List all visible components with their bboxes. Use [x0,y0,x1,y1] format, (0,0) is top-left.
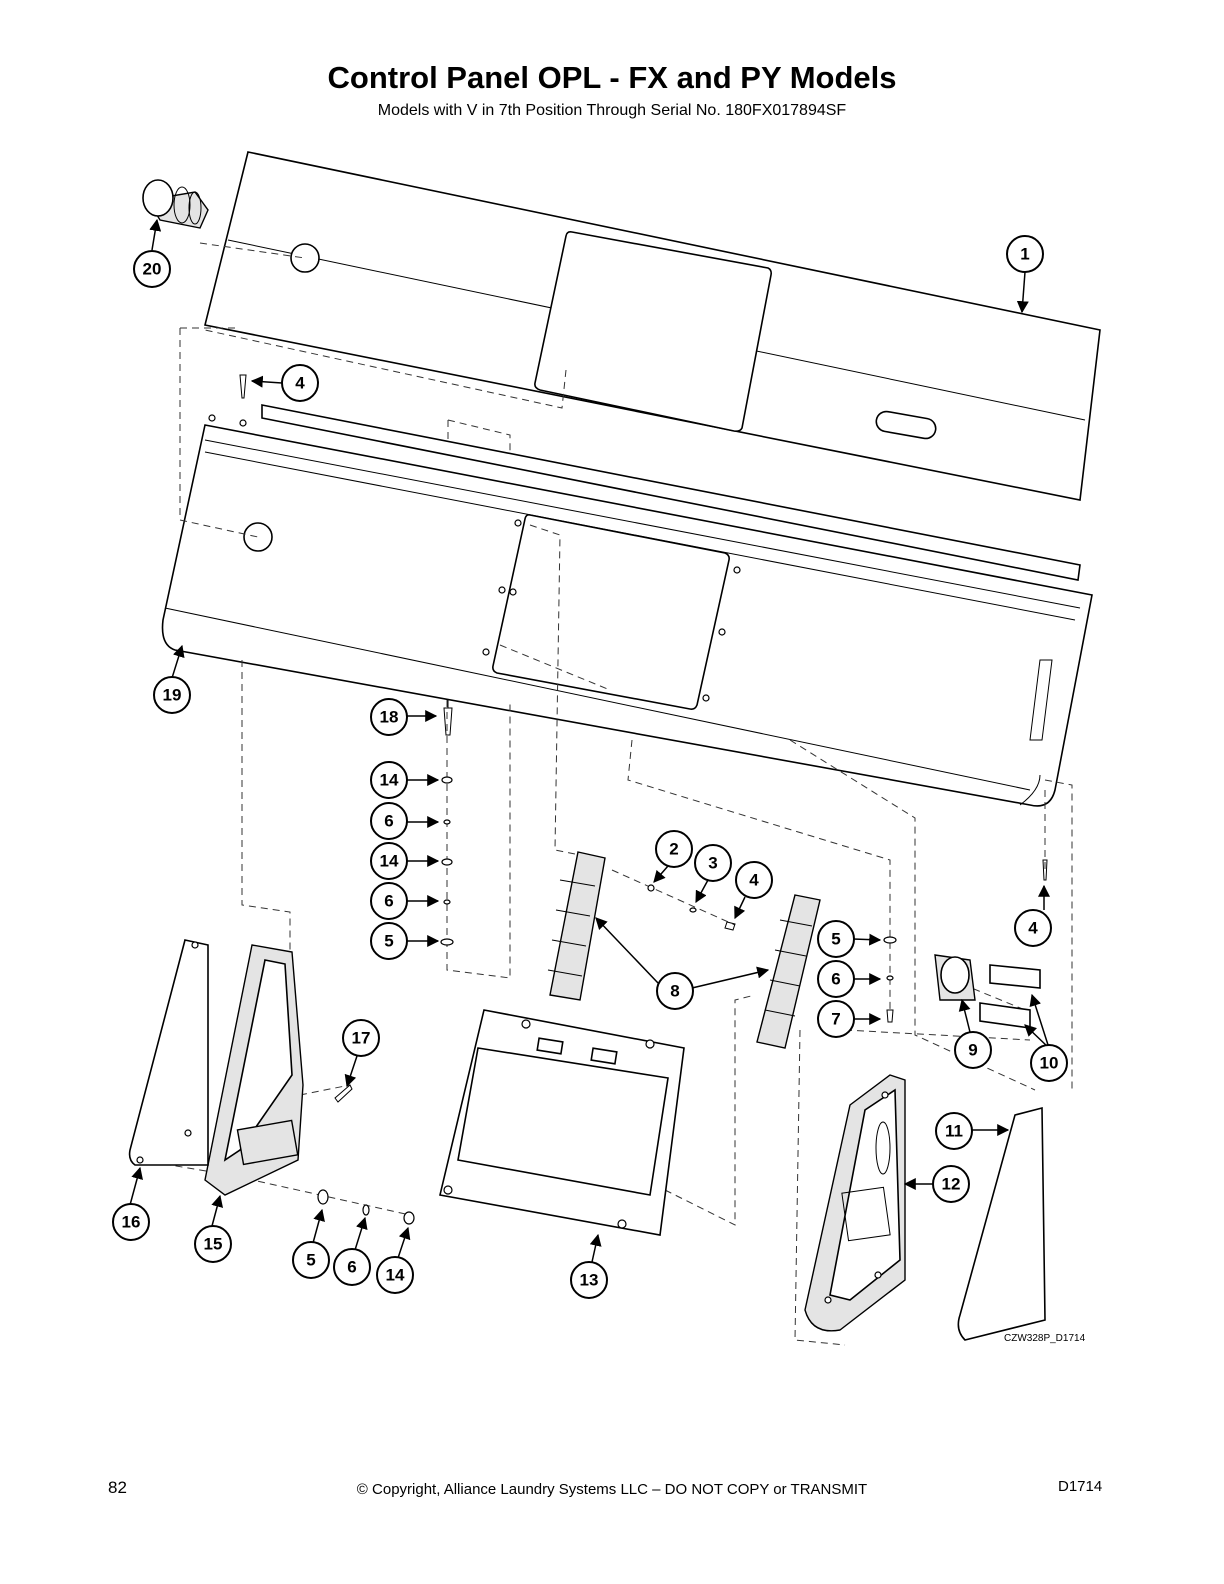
svg-text:18: 18 [380,708,399,727]
callout-13: 13 [570,1261,608,1299]
callout-6: 6 [370,802,408,840]
bracket-right [756,894,821,1049]
callout-15: 15 [194,1225,232,1263]
callout-12: 12 [932,1165,970,1203]
svg-text:10: 10 [1040,1054,1059,1073]
callout-4: 4 [735,861,773,899]
leader-lines [129,218,1050,1263]
callout-11: 11 [935,1112,973,1150]
svg-text:5: 5 [831,930,840,949]
callout-3: 3 [694,844,732,882]
page-subtitle: Models with V in 7th Position Through Se… [377,102,847,119]
callout-6: 6 [370,882,408,920]
svg-text:14: 14 [380,852,399,871]
callout-14: 14 [370,842,408,880]
svg-text:6: 6 [384,892,393,911]
svg-text:5: 5 [306,1251,315,1270]
document-code: D1714 [1058,1478,1103,1495]
callout-5: 5 [292,1241,330,1279]
svg-text:6: 6 [347,1258,356,1277]
display-module [439,1009,685,1236]
callout-4: 4 [281,364,319,402]
svg-text:8: 8 [670,982,679,1001]
svg-text:15: 15 [204,1235,223,1254]
svg-text:19: 19 [163,686,182,705]
svg-text:9: 9 [968,1041,977,1060]
selector-switch [934,954,976,1001]
callout-8: 8 [656,972,694,1010]
callout-2: 2 [655,830,693,868]
callout-6: 6 [333,1248,371,1286]
svg-text:4: 4 [295,374,305,393]
page-title: Control Panel OPL - FX and PY Models [327,60,897,95]
hardware-parts [239,374,1048,1225]
svg-text:4: 4 [749,871,759,890]
svg-text:6: 6 [384,812,393,831]
callout-10: 10 [1030,1044,1068,1082]
svg-text:6: 6 [831,970,840,989]
page-number: 82 [108,1478,127,1497]
svg-text:5: 5 [384,932,393,951]
svg-text:14: 14 [380,771,399,790]
callout-14: 14 [376,1256,414,1294]
callout-18: 18 [370,698,408,736]
bracket-left [547,851,606,1001]
svg-text:3: 3 [708,854,717,873]
callout-14: 14 [370,761,408,799]
svg-text:20: 20 [143,260,162,279]
callout-20: 20 [133,250,171,288]
copyright-notice: © Copyright, Alliance Laundry Systems LL… [356,1481,868,1498]
drawing-code: CZW328P_D1714 [1004,1333,1086,1344]
callout-17: 17 [342,1019,380,1057]
svg-text:16: 16 [122,1213,141,1232]
callout-6: 6 [817,960,855,998]
left-end-bracket [204,944,304,1196]
switch-clips [979,964,1041,1029]
callout-4: 4 [1014,909,1052,947]
callout-19: 19 [153,676,191,714]
callout-1: 1 [1006,235,1044,273]
left-end-cover [128,939,209,1166]
callout-5: 5 [817,920,855,958]
overlay-panel [204,151,1101,501]
svg-text:7: 7 [831,1010,840,1029]
svg-text:1: 1 [1020,245,1029,264]
callout-5: 5 [370,922,408,960]
right-end-cover [957,1106,1046,1341]
callout-7: 7 [817,1000,855,1038]
knob-part [142,179,209,229]
svg-text:4: 4 [1028,919,1038,938]
svg-text:17: 17 [352,1029,371,1048]
svg-text:12: 12 [942,1175,961,1194]
callout-9: 9 [954,1031,992,1069]
svg-text:14: 14 [386,1266,405,1285]
console-housing [161,404,1093,807]
svg-text:13: 13 [580,1271,599,1290]
right-end-bracket [804,1074,906,1332]
svg-text:2: 2 [669,840,678,859]
svg-text:11: 11 [945,1122,963,1141]
callout-16: 16 [112,1203,150,1241]
